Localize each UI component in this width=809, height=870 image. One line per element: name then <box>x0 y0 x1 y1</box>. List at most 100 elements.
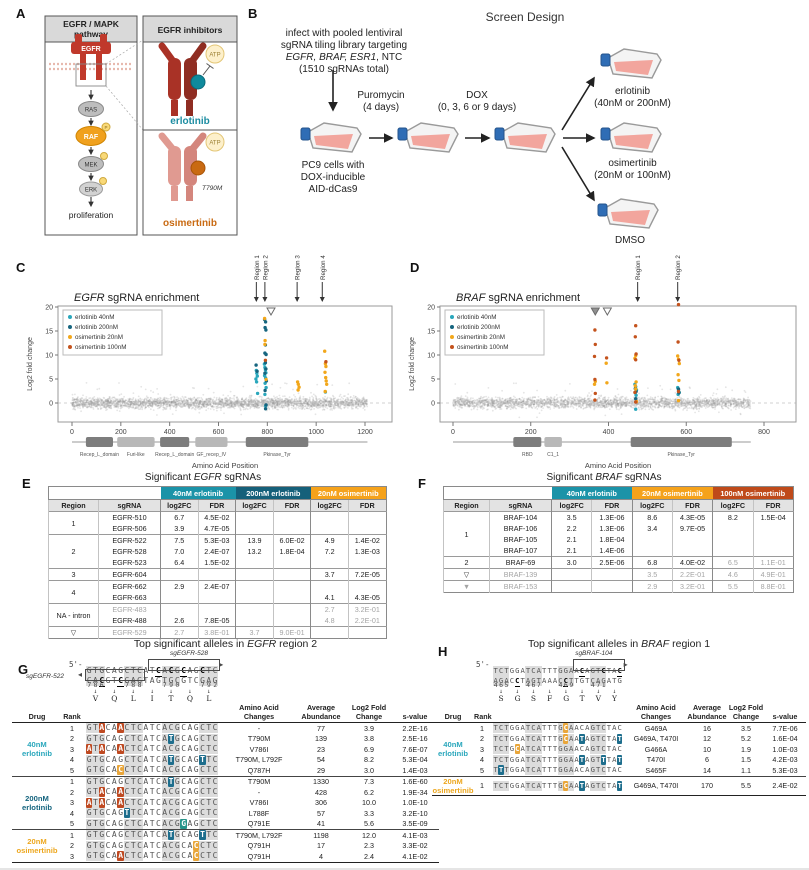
circle-el <box>82 403 84 405</box>
circle-el <box>145 389 147 391</box>
legend-label: erlotinib 200nM <box>75 324 118 331</box>
circle-el <box>470 398 472 400</box>
circle-el <box>607 399 609 401</box>
circle-el <box>151 404 153 406</box>
circle-el <box>139 401 141 403</box>
circle-el <box>242 401 244 403</box>
circle-el <box>590 396 592 398</box>
circle-el <box>243 409 245 411</box>
circle-el <box>81 397 83 399</box>
circle-el <box>531 399 533 401</box>
circle-el <box>322 404 324 406</box>
circle-el <box>339 395 341 397</box>
circle-el <box>690 401 692 403</box>
circle-el <box>310 409 312 411</box>
circle-el <box>730 406 732 408</box>
data-point <box>254 377 257 380</box>
circle-el <box>111 397 113 399</box>
circle-el <box>657 396 659 398</box>
circle-el <box>284 395 286 397</box>
circle-el <box>151 398 153 400</box>
domain-segment <box>86 437 113 447</box>
osimertinib-arm-dose: (20nM or 100nM) <box>575 170 690 182</box>
receptor-lobe <box>168 146 181 186</box>
circle-el <box>216 399 218 401</box>
dox-text: DOX (0, 3, 6 or 9 days) <box>427 90 527 114</box>
circle-el <box>293 408 295 410</box>
circle-el <box>115 406 117 408</box>
legend-dot <box>68 335 72 339</box>
circle-el <box>192 398 194 400</box>
raf-label: RAF <box>84 134 99 141</box>
circle-el <box>352 400 354 402</box>
circle-el <box>141 409 143 411</box>
circle-el <box>506 408 508 410</box>
circle-el <box>748 399 750 401</box>
circle-el <box>572 396 574 398</box>
circle-el <box>264 401 266 403</box>
data-point <box>324 360 327 363</box>
circle-el <box>90 406 92 408</box>
circle-el <box>120 406 122 408</box>
circle-el <box>227 395 229 397</box>
circle-el <box>135 399 137 401</box>
circle-el <box>242 386 244 388</box>
circle-el <box>247 404 249 406</box>
circle-el <box>198 412 200 414</box>
circle-el <box>86 396 88 398</box>
circle-el <box>229 407 231 409</box>
circle-el <box>134 402 136 404</box>
circle-el <box>141 407 143 409</box>
circle-el <box>150 397 152 399</box>
region-label: Region 1 <box>254 255 261 280</box>
pathway-header-1: EGFR / MAPK <box>63 19 120 29</box>
circle-el <box>156 401 158 403</box>
circle-el <box>212 400 214 402</box>
circle-el <box>171 403 173 405</box>
data-point <box>264 359 267 362</box>
circle-el <box>690 407 692 409</box>
circle-el <box>337 406 339 408</box>
circle-el <box>268 401 270 403</box>
circle-el <box>102 399 104 401</box>
circle-el <box>137 399 139 401</box>
circle-el <box>647 387 649 389</box>
circle-el <box>242 403 244 405</box>
circle-el <box>261 400 263 402</box>
circle-el <box>251 405 253 407</box>
circle-el <box>270 398 272 400</box>
data-point <box>264 378 267 381</box>
circle-el <box>351 404 353 406</box>
circle-el <box>108 403 110 405</box>
erlotinib-arm-dose: (40nM or 200nM) <box>575 98 690 110</box>
pc9-line-3: AID-dCas9 <box>263 184 403 196</box>
circle-el <box>472 397 474 399</box>
circle-el <box>166 405 168 407</box>
circle-el <box>95 400 97 402</box>
circle-el <box>248 401 250 403</box>
circle-el <box>316 384 318 386</box>
circle-el <box>309 404 311 406</box>
circle-el <box>75 399 77 401</box>
circle-el <box>302 399 304 401</box>
x-tick-label: 200 <box>115 429 127 436</box>
circle-el <box>342 398 344 400</box>
circle-el <box>569 399 571 401</box>
circle-el <box>315 399 317 401</box>
circle-el <box>313 394 315 396</box>
circle-el <box>84 398 86 400</box>
circle-el <box>518 417 520 419</box>
circle-el <box>305 399 307 401</box>
region-label: Region 2 <box>262 255 269 280</box>
circle-el <box>175 410 177 412</box>
circle-el <box>365 399 367 401</box>
circle-el <box>333 400 335 402</box>
circle-el <box>614 395 616 397</box>
circle-el <box>78 404 80 406</box>
circle-el <box>588 392 590 394</box>
data-point <box>323 371 326 374</box>
circle-el <box>585 407 587 409</box>
circle-el <box>539 412 541 414</box>
